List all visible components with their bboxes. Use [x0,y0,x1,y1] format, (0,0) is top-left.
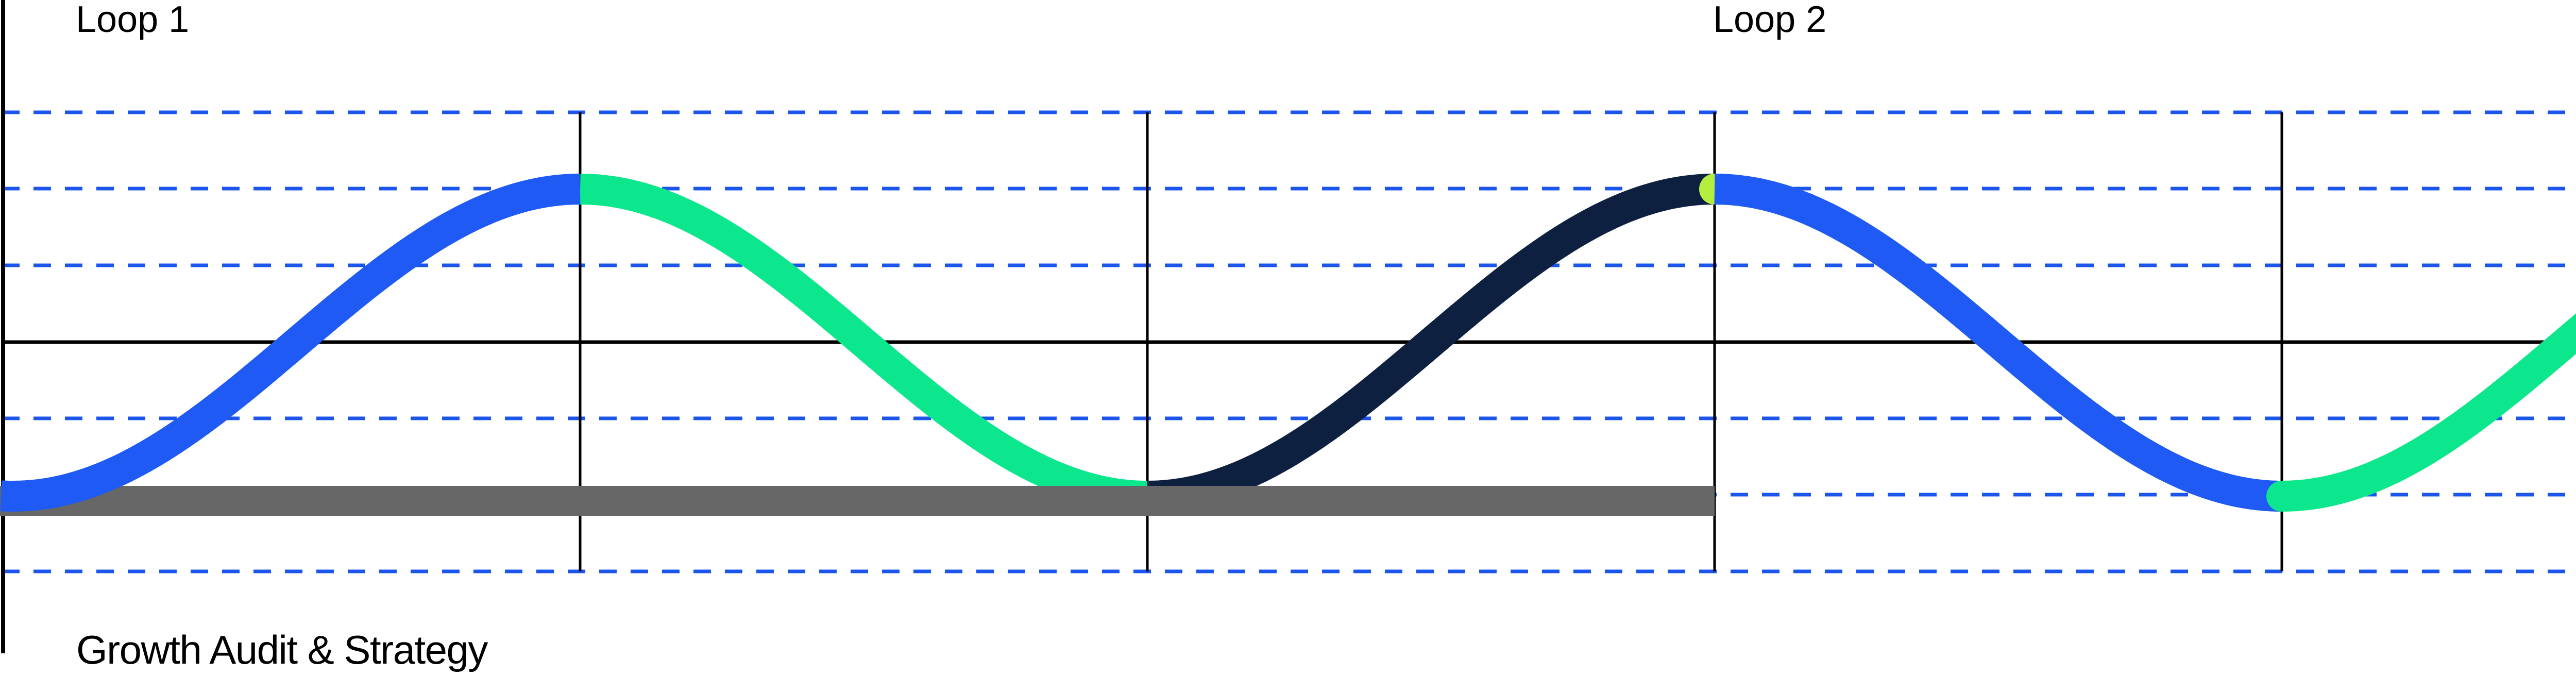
loop-1-label: Loop 1 [76,0,190,40]
phase-label-growth-audit-strategy: Growth Audit & Strategy [76,627,488,672]
wave-blue-loop1 [0,174,591,512]
wave-navy-loop1 [1138,174,1725,512]
wave-blue-loop2 [1705,174,2293,512]
wave-green-loop1 [571,174,1158,512]
phase-bar [0,486,1715,516]
wave-green-loop2 [2266,313,2576,512]
loop-2-label: Loop 2 [1713,0,1827,40]
